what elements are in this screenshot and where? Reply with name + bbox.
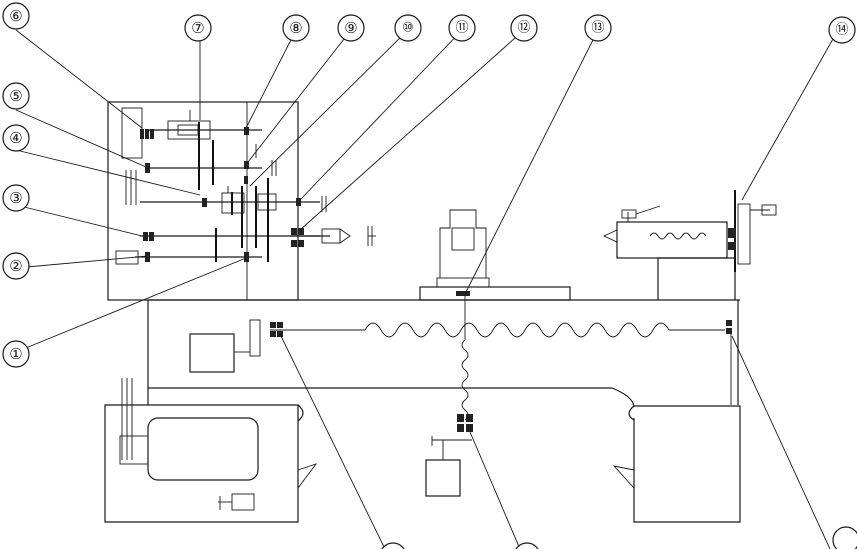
callout-3: ③: [2, 184, 30, 212]
callout-label-6: ⑥: [9, 7, 22, 25]
callout-label-11: ⑪: [455, 21, 468, 36]
leader-lines: [15, 29, 839, 549]
callout-cutoff-right: [832, 526, 857, 549]
callout-13: ⑬: [584, 14, 612, 42]
tailstock: [602, 190, 777, 405]
headstock-gearbox: [107, 101, 376, 301]
feed-box: [189, 319, 283, 373]
callout-14: ⑭: [828, 16, 856, 44]
callout-label-13: ⑬: [591, 21, 604, 36]
carriage: [419, 209, 571, 497]
callout-7: ⑦: [184, 14, 212, 42]
callout-8: ⑧: [282, 14, 310, 42]
callout-4: ④: [2, 124, 30, 152]
callout-11: ⑪: [448, 14, 476, 42]
callout-label-4: ④: [9, 129, 22, 147]
callout-label-10: ⑩: [402, 21, 414, 36]
callout-10: ⑩: [394, 14, 422, 42]
callout-6: ⑥: [2, 2, 30, 30]
callout-cutoff-left: [381, 542, 405, 549]
callout-label-12: ⑫: [517, 21, 530, 36]
callout-label-2: ②: [9, 257, 22, 275]
callout-label-1: ①: [9, 345, 22, 363]
callout-label-14: ⑭: [835, 23, 848, 38]
callout-2: ②: [2, 252, 30, 280]
callout-label-3: ③: [9, 189, 22, 207]
callout-label-8: ⑧: [289, 19, 302, 37]
callout-12: ⑫: [510, 14, 538, 42]
callout-label-7: ⑦: [191, 19, 204, 37]
callout-label-9: ⑨: [344, 19, 357, 37]
callout-5: ⑤: [2, 82, 30, 110]
callout-label-5: ⑤: [9, 87, 22, 105]
lathe-bed: [104, 299, 741, 523]
callout-9: ⑨: [337, 14, 365, 42]
callout-1: ①: [2, 340, 30, 368]
callout-cutoff-middle: [515, 542, 539, 549]
